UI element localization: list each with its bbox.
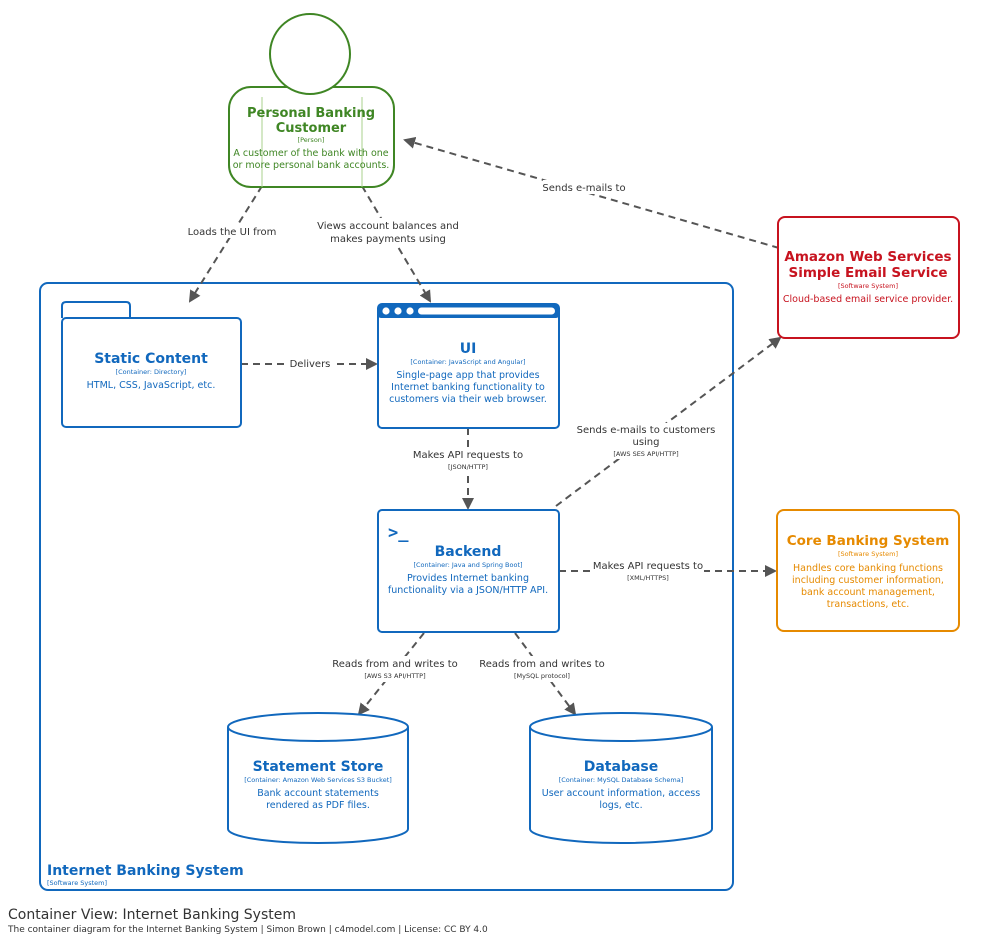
ui-title: UI xyxy=(460,341,477,357)
edge-label-db: Reads from and writes to xyxy=(479,659,605,670)
statement-desc-1: Bank account statements xyxy=(257,788,379,799)
edge-person-to-static[interactable] xyxy=(188,185,263,303)
ui-desc-1: Single-page app that provides xyxy=(396,370,539,381)
core-desc-4: transactions, etc. xyxy=(827,599,909,610)
edge-label-s3: Reads from and writes to xyxy=(332,659,458,670)
boundary-title: Internet Banking System xyxy=(47,863,244,879)
diagram-footer: Container View: Internet Banking System … xyxy=(8,906,488,936)
edge-tech-db: [MySQL protocol] xyxy=(514,672,570,680)
edge-label-core: Makes API requests to xyxy=(593,561,703,572)
boundary-internet-banking-system[interactable]: Internet Banking System [Software System… xyxy=(39,282,734,891)
backend-desc-1: Provides Internet banking xyxy=(407,573,529,584)
static-type: [Container: Directory] xyxy=(116,368,187,376)
core-type: [Software System] xyxy=(838,550,898,558)
edge-labels: Loads the UI from Views account balances… xyxy=(183,180,715,682)
edge-tech-ses: [AWS SES API/HTTP] xyxy=(613,450,678,458)
footer-title: Container View: Internet Banking System xyxy=(8,907,296,923)
folder-tab-icon xyxy=(61,301,131,318)
core-desc-2: including customer information, xyxy=(792,575,944,586)
static-title: Static Content xyxy=(94,351,208,367)
edge-label-delivers: Delivers xyxy=(290,359,331,370)
container-ui[interactable]: UI [Container: JavaScript and Angular] S… xyxy=(377,303,560,429)
core-desc-1: Handles core banking functions xyxy=(793,563,943,574)
edge-label-loads-ui: Loads the UI from xyxy=(188,227,277,238)
system-core-banking[interactable]: Core Banking System [Software System] Ha… xyxy=(776,509,960,632)
database-title: Database xyxy=(584,759,659,775)
cylinder-top-icon xyxy=(529,712,713,742)
edge-tech-s3: [AWS S3 API/HTTP] xyxy=(364,672,425,680)
database-desc-2: logs, etc. xyxy=(599,800,642,811)
edge-label-ses-2: using xyxy=(632,437,659,448)
person-desc-2: or more personal bank accounts. xyxy=(233,160,390,171)
boundary-type: [Software System] xyxy=(47,879,107,887)
container-static-content[interactable]: Static Content [Container: Directory] HT… xyxy=(61,301,242,428)
edge-label-api: Makes API requests to xyxy=(413,450,523,461)
person-desc-1: A customer of the bank with one xyxy=(233,148,388,159)
ui-desc-2: Internet banking functionality to xyxy=(391,382,545,393)
edge-backend-to-ses[interactable] xyxy=(555,336,782,507)
ui-type: [Container: JavaScript and Angular] xyxy=(410,358,525,366)
person-title-2: Customer xyxy=(276,121,347,136)
person-head-icon xyxy=(269,13,351,95)
person-title-1: Personal Banking xyxy=(247,106,375,121)
ses-desc: Cloud-based email service provider. xyxy=(783,294,953,305)
ses-title-1: Amazon Web Services xyxy=(784,249,951,265)
person-type: [Person] xyxy=(298,136,325,144)
edge-label-views-2: makes payments using xyxy=(330,234,446,245)
terminal-prompt-icon: >_ xyxy=(388,523,409,543)
edge-tech-api: [JSON/HTTP] xyxy=(448,463,488,471)
ses-title-2: Simple Email Service xyxy=(788,265,947,281)
container-backend[interactable]: >_ Backend [Container: Java and Spring B… xyxy=(377,509,560,633)
backend-type: [Container: Java and Spring Boot] xyxy=(413,561,522,569)
edge-label-views-1: Views account balances and xyxy=(317,221,459,232)
footer-subtitle: The container diagram for the Internet B… xyxy=(8,925,488,935)
cylinder-top-icon xyxy=(227,712,409,742)
statement-desc-2: rendered as PDF files. xyxy=(266,800,370,811)
database-type: [Container: MySQL Database Schema] xyxy=(559,776,684,784)
backend-title: Backend xyxy=(435,544,502,560)
container-statement-store[interactable]: Statement Store [Container: Amazon Web S… xyxy=(227,712,409,844)
person-personal-banking-customer[interactable]: Personal Banking Customer [Person] A cus… xyxy=(228,13,395,188)
edge-label-sends-emails: Sends e-mails to xyxy=(542,183,625,194)
edge-label-ses-1: Sends e-mails to customers xyxy=(577,425,716,436)
backend-desc-2: functionality via a JSON/HTTP API. xyxy=(388,585,548,596)
static-desc: HTML, CSS, JavaScript, etc. xyxy=(87,380,216,391)
ses-type: [Software System] xyxy=(838,282,898,290)
ui-desc-3: customers via their web browser. xyxy=(389,394,547,405)
edge-tech-core: [XML/HTTPS] xyxy=(627,574,669,582)
database-desc-1: User account information, access xyxy=(542,788,700,799)
system-amazon-ses[interactable]: Amazon Web Services Simple Email Service… xyxy=(777,216,960,339)
statement-title: Statement Store xyxy=(253,759,384,775)
core-desc-3: bank account management, xyxy=(801,587,935,598)
container-database[interactable]: Database [Container: MySQL Database Sche… xyxy=(529,712,713,844)
core-title: Core Banking System xyxy=(787,533,950,549)
statement-type: [Container: Amazon Web Services S3 Bucke… xyxy=(244,776,392,784)
